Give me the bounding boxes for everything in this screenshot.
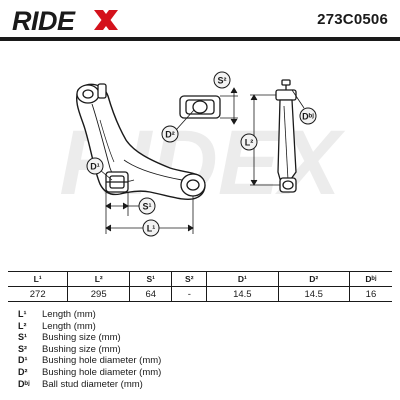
s1-dimension (105, 192, 140, 216)
legend-desc: Ball stud diameter (mm) (42, 378, 143, 390)
svg-text:L²: L² (245, 138, 254, 148)
dbj-leader (291, 89, 305, 109)
legend-item: L¹ Length (mm) (18, 309, 161, 321)
header-divider (0, 37, 400, 41)
spec-value: 14.5 (277, 286, 350, 302)
specs-header-row: L¹ L² S¹ S² D¹ D² Dᵇʲ (8, 271, 392, 287)
svg-text:Dᵇʲ: Dᵇʲ (302, 112, 314, 122)
legend-item: Dᵇʲ Ball stud diameter (mm) (18, 379, 161, 391)
label-s1: S¹ (138, 197, 156, 215)
legend-key: S¹ (18, 332, 27, 343)
control-arm-diagram: RIDEX (59, 71, 345, 237)
svg-text:L¹: L¹ (147, 224, 156, 234)
legend-desc: Bushing hole diameter (mm) (42, 355, 162, 367)
arm-side-view (275, 79, 297, 193)
svg-text:RIDE: RIDE (12, 6, 76, 34)
legend: L¹ Length (mm) L² Length (mm) S¹ Bushing… (18, 309, 161, 390)
legend-key: L² (18, 320, 27, 331)
legend-item: L² Length (mm) (18, 321, 161, 333)
legend-item: S¹ Bushing size (mm) (18, 332, 161, 344)
legend-desc: Length (mm) (42, 320, 96, 332)
legend-item: D² Bushing hole diameter (mm) (18, 367, 161, 379)
legend-desc: Length (mm) (42, 309, 96, 320)
front-bushing (105, 171, 129, 193)
label-dbj: Dᵇʲ (299, 107, 317, 125)
legend-key: S² (18, 343, 27, 354)
svg-text:D²: D² (165, 130, 175, 140)
label-s2: S² (213, 71, 231, 89)
specs-table: L¹ L² S¹ S² D¹ D² Dᵇʲ 272 295 64 - 14.5 … (8, 271, 392, 302)
spec-header: L¹ (8, 271, 68, 287)
spec-value: 64 (129, 286, 172, 302)
svg-text:S¹: S¹ (143, 202, 152, 212)
legend-key: D² (18, 366, 28, 377)
spec-header: S¹ (129, 271, 172, 287)
rear-bushing (180, 173, 206, 197)
label-l1: L¹ (142, 219, 160, 237)
ball-joint-front (76, 83, 107, 104)
d2-leader (175, 109, 195, 131)
legend-desc: Bushing size (mm) (42, 343, 121, 355)
legend-key: Dᵇʲ (18, 378, 30, 389)
legend-item: D¹ Bushing hole diameter (mm) (18, 355, 161, 367)
logo-x-mark (94, 10, 118, 30)
legend-desc: Bushing hole diameter (mm) (42, 366, 162, 378)
specs-value-row: 272 295 64 - 14.5 14.5 16 (8, 286, 392, 302)
bushing-detail (179, 95, 238, 119)
spec-value: - (171, 286, 207, 302)
legend-item: S² Bushing size (mm) (18, 344, 161, 356)
s2-dimension (230, 87, 238, 125)
spec-value: 295 (67, 286, 130, 302)
spec-value: 14.5 (206, 286, 279, 302)
label-d2: D² (161, 125, 179, 143)
label-l2: L² (240, 133, 258, 151)
ridex-logo: RIDE (12, 6, 118, 34)
spec-header: D¹ (206, 271, 279, 287)
spec-value: 16 (348, 286, 392, 302)
svg-text:D¹: D¹ (90, 162, 100, 172)
spec-header: D² (277, 271, 350, 287)
part-number: 273C0506 (317, 11, 388, 28)
spec-header: S² (171, 271, 207, 287)
legend-desc: Bushing size (mm) (42, 332, 121, 344)
legend-key: D¹ (18, 355, 28, 366)
label-d1: D¹ (86, 157, 104, 175)
spec-value: 272 (8, 286, 68, 302)
legend-key: L¹ (18, 309, 27, 319)
d1-leader (99, 169, 113, 181)
spec-header: Dᵇʲ (348, 271, 392, 287)
spec-header: L² (67, 271, 130, 287)
svg-text:S²: S² (218, 76, 227, 86)
